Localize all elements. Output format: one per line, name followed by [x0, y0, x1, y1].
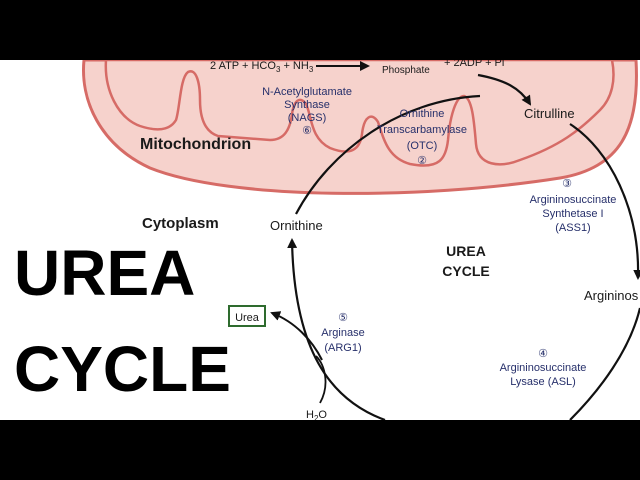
- arg-step: ⑤: [338, 312, 348, 324]
- water-input-arc: [315, 355, 327, 404]
- ass-line1: Argininosuccinate: [530, 194, 617, 206]
- urea-box: [228, 305, 266, 327]
- diagram-canvas: 2 ATP + HCO3 + NH3 Phosphate + 2ADP + Pi…: [0, 60, 640, 420]
- nags-line1: N-Acetylglutamate: [262, 86, 352, 98]
- ornithine-label: Ornithine: [270, 218, 323, 233]
- argininosuccinate-label: Argininos: [584, 288, 639, 303]
- ass-line2: Synthetase I: [542, 208, 603, 220]
- citrulline-label: Citrulline: [524, 106, 575, 121]
- substrates-subscript: 3: [276, 65, 281, 74]
- title-line2: CYCLE: [14, 333, 231, 405]
- arg-line2: (ARG1): [324, 342, 361, 354]
- citrulline-to-argininosuccinate-arrow: [569, 123, 640, 280]
- urea-cycle-diagram: 2 ATP + HCO3 + NH3 Phosphate + 2ADP + Pi…: [14, 60, 640, 420]
- mitochondrion-label: Mitochondrion: [140, 136, 251, 153]
- argininosuccinate-to-arginine-arc: [569, 307, 640, 420]
- phosphate-to-citrulline-arrow: [477, 73, 532, 106]
- phosphate-label: Phosphate: [382, 65, 430, 76]
- ass-line3: (ASS1): [555, 222, 590, 234]
- title-line1: UREA: [14, 237, 195, 309]
- letterbox-bottom: [0, 420, 640, 480]
- urea-label: Urea: [235, 312, 260, 324]
- water-label: H2O: [306, 409, 327, 420]
- svg-text:2 ATP + HCO3 + NH3: 2 ATP + HCO3 + NH3: [210, 60, 314, 74]
- ammonia-label: + NH: [280, 60, 308, 72]
- cytoplasm-label: Cytoplasm: [142, 215, 219, 232]
- substrates-label: 2 ATP + HCO: [210, 60, 276, 72]
- letterbox-top: [0, 0, 640, 60]
- otc-step: ②: [417, 155, 427, 167]
- asl-line2: Lysase (ASL): [510, 376, 576, 388]
- otc-line1: Ornithine: [400, 108, 445, 120]
- adp-label: + 2ADP + Pi: [444, 60, 504, 69]
- cycle-center-line2: CYCLE: [442, 263, 489, 279]
- asl-line1: Argininosuccinate: [500, 362, 587, 374]
- otc-line3: (OTC): [407, 140, 438, 152]
- ornithine-to-citrulline-arc: [295, 94, 481, 215]
- nags-line2: Synthase: [284, 99, 330, 111]
- otc-line2: Transcarbamylase: [377, 124, 467, 136]
- arginine-to-ornithine-arrow: [287, 238, 386, 420]
- nags-step: ⑥: [302, 125, 312, 137]
- cycle-center-line1: UREA: [446, 243, 486, 259]
- asl-step: ④: [538, 348, 548, 360]
- ass-step: ③: [562, 178, 572, 190]
- nags-line3: (NAGS): [288, 112, 327, 124]
- urea-release-arrow: [270, 311, 323, 361]
- mitochondrion-inner-membrane: [104, 60, 615, 167]
- arg-line1: Arginase: [321, 327, 364, 339]
